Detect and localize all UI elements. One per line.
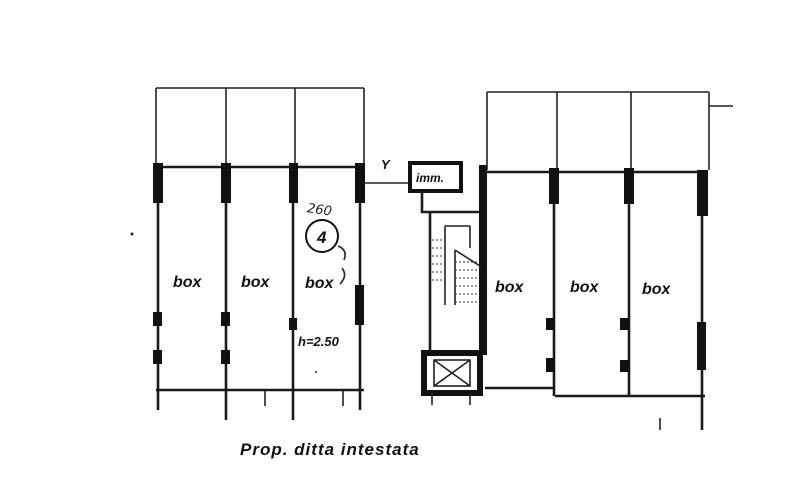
elevator-label: imm.	[416, 171, 444, 185]
unit-label-left-1: box	[173, 274, 203, 291]
unit-label-right-2: box	[570, 279, 600, 296]
plan-caption: Prop. ditta intestata	[240, 440, 420, 459]
unit-number-circle	[305, 219, 339, 253]
staircase	[432, 225, 481, 305]
height-note: h=2.50	[298, 334, 340, 349]
handwritten-note: 260	[306, 201, 333, 219]
unit-label-right-1: box	[495, 279, 525, 296]
marker-label: Y	[381, 157, 391, 172]
left-block: box box box 4 260 h=2.50	[153, 87, 365, 420]
right-block: box box box	[485, 91, 733, 430]
unit-label-left-3: box	[305, 275, 335, 292]
unit-number: 4	[316, 228, 327, 247]
central-core: Y imm.	[364, 157, 487, 405]
unit-label-right-3: box	[642, 281, 672, 298]
unit-label-left-2: box	[241, 274, 271, 291]
lift-shaft	[421, 350, 483, 396]
